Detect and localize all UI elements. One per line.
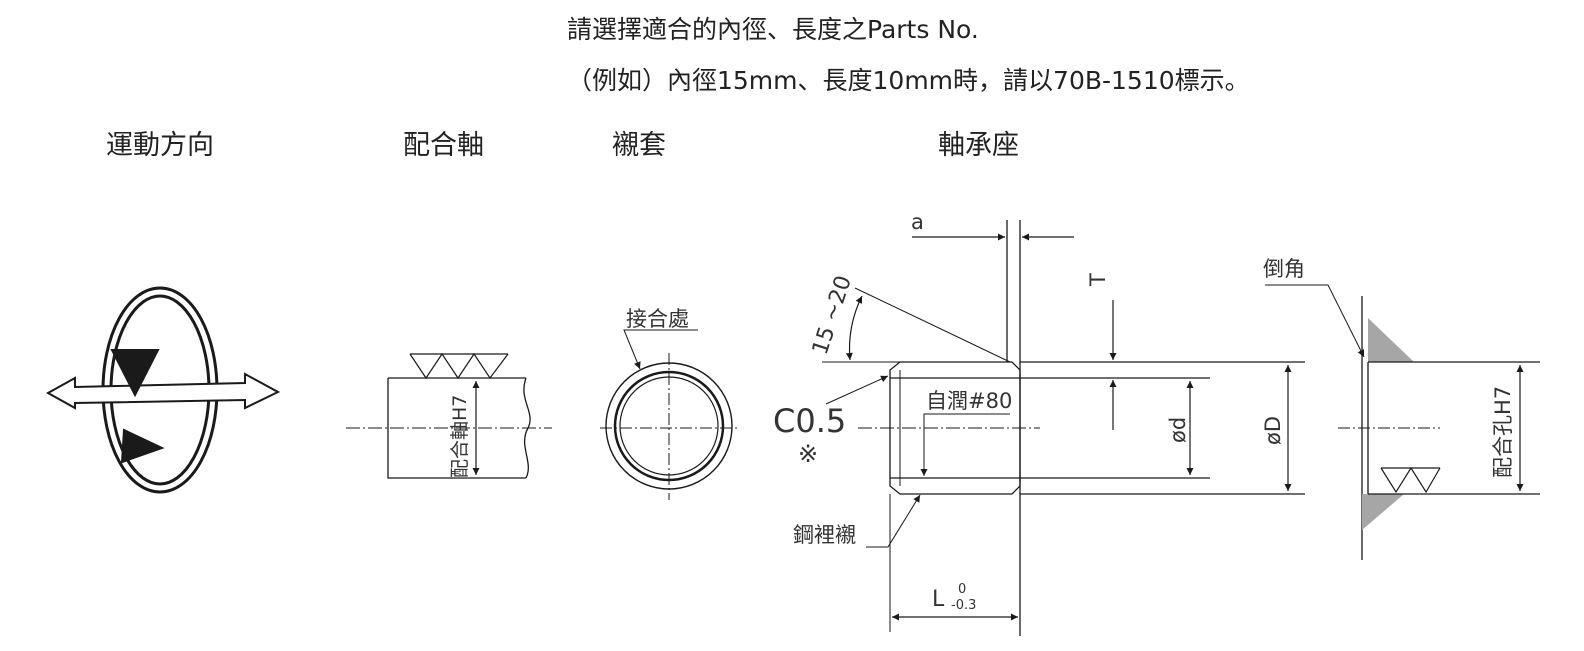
- linear-arrow: [45, 372, 281, 410]
- steel-backing-label: 鋼裡襯: [793, 523, 856, 547]
- dim-L-label: L: [932, 587, 945, 612]
- shaft-drawing: [346, 352, 552, 479]
- heading-mating-shaft: 配合軸: [403, 130, 484, 161]
- chamfer-leader-housing: [1265, 284, 1365, 358]
- chamfer-leader: [825, 375, 889, 405]
- chamfer-size-label: C0.5: [773, 402, 846, 440]
- rotation-arrow-head-bottom: [120, 428, 165, 464]
- heading-housing: 軸承座: [938, 130, 1019, 161]
- joint-leader: [623, 329, 698, 370]
- angle-arc: [845, 295, 863, 361]
- bushing-end-view: [600, 329, 740, 500]
- dim-a-label: a: [911, 210, 924, 234]
- chamfer-fill-top: [1368, 318, 1414, 362]
- joint-label: 接合處: [626, 307, 689, 331]
- bushing-section: [822, 220, 1305, 636]
- hole-fit-label: 配合孔H7: [1491, 386, 1515, 478]
- lubrication-label: 自潤#80: [926, 389, 1012, 413]
- instruction-line-1: 請選擇適合的內徑、長度之Parts No.: [567, 15, 979, 44]
- steel-backing-leader: [866, 494, 921, 548]
- heading-bushing: 襯套: [612, 130, 666, 161]
- tolerance-lower: -0.3: [951, 598, 976, 613]
- heading-motion-direction: 運動方向: [106, 130, 214, 161]
- chamfer-fill-bottom: [1362, 494, 1404, 530]
- chamfer-note-mark: ※: [798, 440, 818, 468]
- rotation-arrow-head-top: [110, 349, 160, 398]
- finish-symbol: [409, 352, 509, 380]
- housing-bore-detail: [1265, 284, 1540, 560]
- motion-direction-icon: [45, 286, 281, 494]
- chamfer-label: 倒角: [1263, 257, 1305, 281]
- finish-symbol-housing: [1380, 466, 1441, 494]
- lubrication-leader: [920, 413, 1010, 476]
- dim-T-label: T: [1086, 273, 1110, 287]
- instruction-line-2: （例如）內徑15mm、長度10mm時，請以70B-1510標示。: [567, 66, 1250, 95]
- dim-d-label: ød: [1166, 417, 1190, 443]
- dim-D-label: øD: [1261, 416, 1285, 445]
- shaft-fit-label: 配合軸H7: [449, 395, 471, 478]
- tolerance-upper: 0: [958, 582, 966, 597]
